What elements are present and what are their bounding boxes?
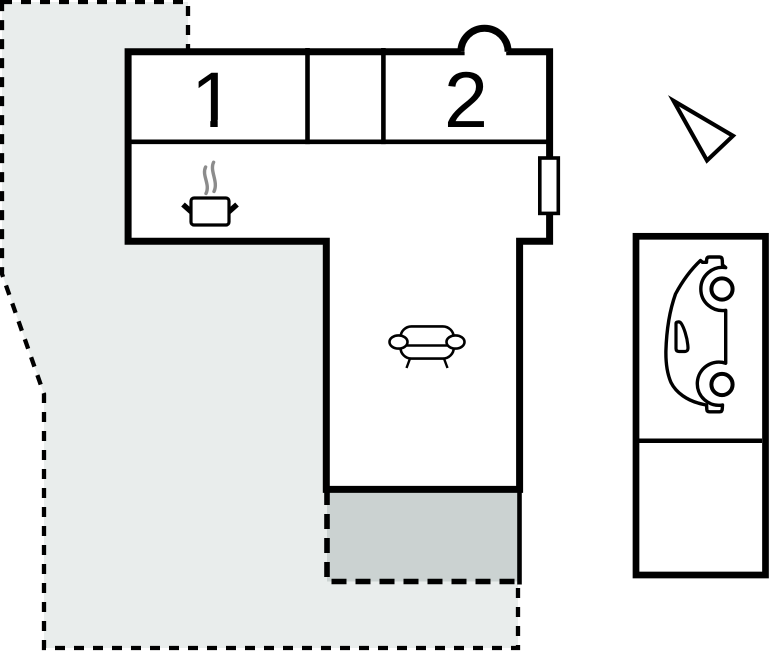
terrace-dashed-edge <box>324 490 521 585</box>
north-arrow-triangle <box>667 95 737 164</box>
car-wheel-front <box>709 276 735 302</box>
car-wheel-rear <box>709 371 735 398</box>
digit-foot-patch-left <box>193 119 211 129</box>
pot-body <box>189 196 231 227</box>
building-walls <box>124 48 554 493</box>
steam-icon <box>202 165 209 196</box>
door-arc <box>457 24 512 53</box>
carport <box>632 232 769 579</box>
sofa-leg-right <box>442 358 449 369</box>
sofa-armrest-left <box>388 334 409 350</box>
car-body <box>664 255 728 414</box>
north-arrow-icon <box>667 95 737 164</box>
cooking-pot-icon <box>181 160 239 227</box>
sofa-icon <box>388 325 466 369</box>
terrace-area <box>324 490 522 585</box>
sofa-leg-left <box>405 358 412 369</box>
window <box>537 156 561 216</box>
room-2-label: 2 <box>444 55 488 144</box>
car-icon <box>664 255 735 414</box>
digit-foot-patch-right <box>217 119 233 129</box>
terrace-fill <box>327 493 520 582</box>
sofa-armrest-right <box>445 334 466 350</box>
steam-icon-2 <box>210 160 218 194</box>
room-1-label: 1 <box>191 55 235 144</box>
building: 1 2 <box>124 24 561 493</box>
car-window <box>674 320 690 354</box>
